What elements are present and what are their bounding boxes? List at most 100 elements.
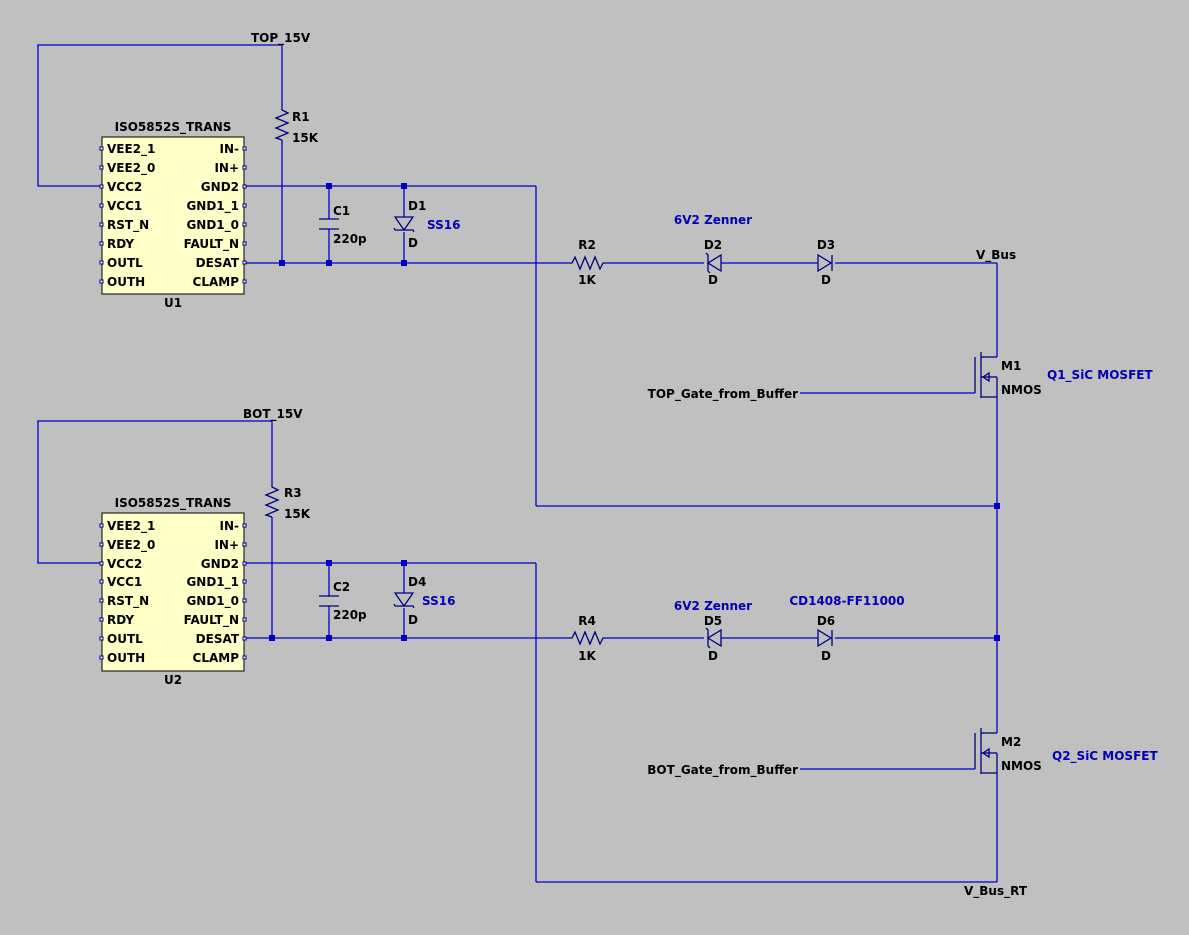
junctions (269, 183, 1000, 641)
capacitor-c1[interactable]: C1 220p (319, 204, 367, 246)
resistor-r4[interactable]: R4 1K (569, 614, 605, 663)
u1-pin-outl: OUTL (107, 256, 143, 270)
m1-note: Q1_SiC MOSFET (1047, 368, 1153, 383)
resistor-r3[interactable]: R3 15K (264, 485, 311, 521)
r2-value: 1K (578, 273, 596, 287)
capacitor-c2[interactable]: C2 220p (319, 580, 367, 622)
u2-pin-rdy: RDY (107, 613, 134, 627)
u1-pin-vee2-1: VEE2_1 (107, 142, 155, 157)
u1-pin-rst-n: RST_N (107, 218, 149, 233)
u1-ref: U1 (164, 296, 182, 310)
d5-note: 6V2 Zenner (674, 599, 752, 613)
u1-pin-rdy: RDY (107, 237, 134, 251)
net-labels: TOP_15V BOT_15V V_Bus V_Bus_RT TOP_Gate_… (243, 31, 1028, 899)
diode-d6[interactable]: CD1408-FF11000 D6 D (789, 594, 904, 663)
d6-note: CD1408-FF11000 (789, 594, 904, 608)
u1-pin-outh: OUTH (107, 275, 145, 289)
r2-ref: R2 (578, 238, 596, 252)
ic-u2[interactable]: ISO5852S_TRANS U2 VEE2_1 VEE2_0 VCC2 VCC… (99, 496, 247, 687)
u1-pin-vee2-0: VEE2_0 (107, 161, 155, 176)
m2-ref: M2 (1001, 735, 1021, 749)
ic-u1[interactable]: ISO5852S_TRANS U1 VEE2_1 VEE2_0 VCC2 VCC… (99, 120, 247, 310)
u2-pin-gnd2: GND2 (201, 557, 239, 571)
top-wires (37, 44, 998, 733)
u2-pin-vcc1: VCC1 (107, 575, 142, 589)
u2-pin-rst-n: RST_N (107, 594, 149, 609)
u1-pin-stubs (99, 146, 247, 284)
u2-pin-desat: DESAT (196, 632, 240, 646)
m2-value: NMOS (1001, 759, 1042, 773)
u1-pin-gnd2: GND2 (201, 180, 239, 194)
r1-value: 15K (292, 131, 319, 145)
mosfet-m2[interactable]: M2 NMOS Q2_SiC MOSFET (974, 728, 1158, 774)
r1-ref: R1 (292, 110, 310, 124)
diode-d3[interactable]: D3 D (817, 238, 835, 287)
r4-value: 1K (578, 649, 596, 663)
m1-ref: M1 (1001, 359, 1021, 373)
r3-ref: R3 (284, 486, 302, 500)
net-top-15v: TOP_15V (251, 31, 311, 46)
d4-part: SS16 (422, 594, 455, 608)
u2-pin-fault-n: FAULT_N (184, 613, 239, 628)
diode-d1[interactable]: D1 SS16 D (393, 199, 460, 250)
r3-value: 15K (284, 507, 311, 521)
u1-pin-in-minus: IN- (220, 142, 240, 156)
u2-title: ISO5852S_TRANS (115, 496, 232, 511)
c2-value: 220p (333, 608, 367, 622)
u2-pin-gnd1-0: GND1_0 (186, 594, 239, 609)
u1-title: ISO5852S_TRANS (115, 120, 232, 135)
u2-pin-outh: OUTH (107, 651, 145, 665)
net-bot-15v: BOT_15V (243, 407, 303, 422)
u2-ref: U2 (164, 673, 182, 687)
u2-pin-vee2-1: VEE2_1 (107, 519, 155, 534)
bottom-wires (37, 420, 998, 883)
d4-value: D (408, 613, 418, 627)
u2-pin-gnd1-1: GND1_1 (186, 575, 239, 590)
u2-pin-in-plus: IN+ (214, 538, 239, 552)
u1-pin-gnd1-0: GND1_0 (186, 218, 239, 233)
d5-ref: D5 (704, 614, 722, 628)
d1-ref: D1 (408, 199, 426, 213)
r4-ref: R4 (578, 614, 596, 628)
d1-part: SS16 (427, 218, 460, 232)
diode-d2[interactable]: 6V2 Zenner D2 D (674, 213, 752, 287)
d6-ref: D6 (817, 614, 835, 628)
u1-pin-desat: DESAT (196, 256, 240, 270)
net-bot-gate: BOT_Gate_from_Buffer (647, 763, 798, 778)
c2-ref: C2 (333, 580, 350, 594)
diode-d4[interactable]: D4 SS16 D (393, 575, 455, 627)
u2-pin-vcc2: VCC2 (107, 557, 142, 571)
d2-note: 6V2 Zenner (674, 213, 752, 227)
u2-pin-vee2-0: VEE2_0 (107, 538, 155, 553)
u2-pin-outl: OUTL (107, 632, 143, 646)
mosfet-m1[interactable]: M1 NMOS Q1_SiC MOSFET (974, 352, 1153, 398)
u1-pin-in-plus: IN+ (214, 161, 239, 175)
u1-pin-fault-n: FAULT_N (184, 237, 239, 252)
d2-value: D (708, 273, 718, 287)
u1-pin-vcc1: VCC1 (107, 199, 142, 213)
u2-pin-stubs (99, 523, 247, 660)
d1-value: D (408, 236, 418, 250)
u1-pin-gnd1-1: GND1_1 (186, 199, 239, 214)
d6-value: D (821, 649, 831, 663)
m1-value: NMOS (1001, 383, 1042, 397)
u1-pin-vcc2: VCC2 (107, 180, 142, 194)
net-v-bus-rt: V_Bus_RT (964, 884, 1028, 899)
d2-ref: D2 (704, 238, 722, 252)
u1-pin-clamp: CLAMP (193, 275, 240, 289)
u2-pin-clamp: CLAMP (193, 651, 240, 665)
net-top-gate: TOP_Gate_from_Buffer (648, 387, 798, 402)
d5-value: D (708, 649, 718, 663)
resistor-r1[interactable]: R1 15K (274, 108, 319, 145)
d3-ref: D3 (817, 238, 835, 252)
diode-d5[interactable]: 6V2 Zenner D5 D (674, 599, 752, 663)
d4-ref: D4 (408, 575, 426, 589)
d3-value: D (821, 273, 831, 287)
c1-value: 220p (333, 232, 367, 246)
resistor-r2[interactable]: R2 1K (569, 238, 605, 287)
c1-ref: C1 (333, 204, 350, 218)
m2-note: Q2_SiC MOSFET (1052, 749, 1158, 764)
net-v-bus: V_Bus (976, 248, 1016, 263)
